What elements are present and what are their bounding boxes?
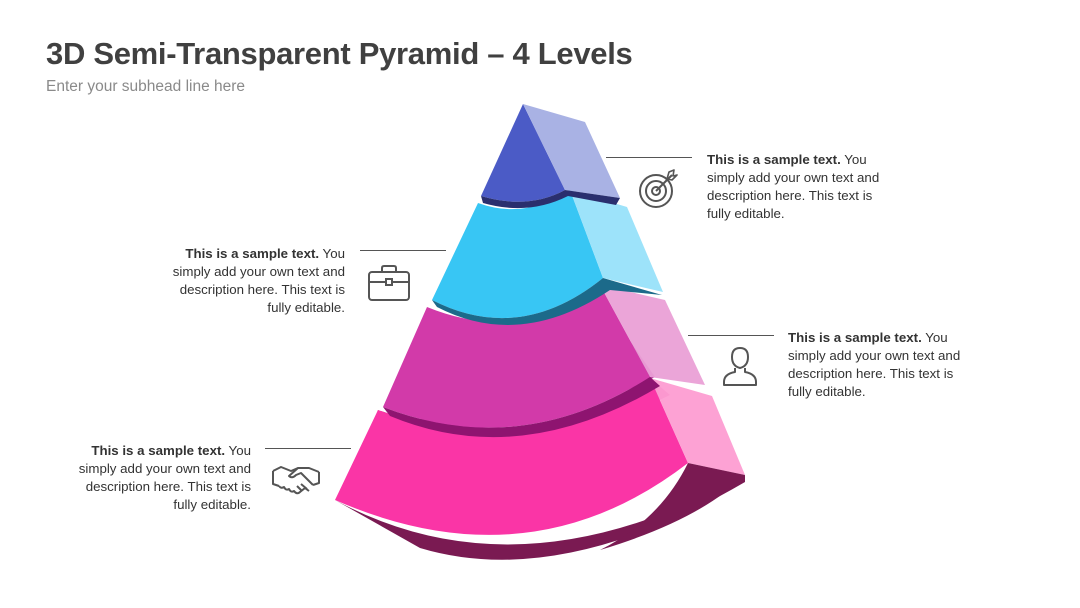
page-subtitle: Enter your subhead line here [46,78,246,95]
level-2-front [432,190,603,319]
level-1-side [523,104,620,198]
handshake-icon [272,466,320,495]
callout-level-4-heading: This is a sample text. [91,443,226,458]
leader-line-level-1 [606,157,692,158]
leader-line-level-4 [265,448,351,449]
callout-level-1-body: You simply add your own text and descrip… [707,152,880,221]
level-4-side-bottom [600,463,745,550]
level-4-base-shadow [335,475,745,560]
pyramid-level-2 [432,190,663,325]
callout-level-1: This is a sample text. You simply add yo… [707,151,897,223]
callout-level-2: This is a sample text. You simply add yo… [160,245,345,317]
level-4-side [650,378,745,475]
briefcase-icon [368,265,410,301]
callout-level-1-heading: This is a sample text. [707,152,841,167]
user-icon [723,346,757,386]
level-1-bottom-edge [481,190,620,209]
callout-level-3-heading: This is a sample text. [788,330,922,345]
level-2-side [570,190,663,292]
pyramid-level-1 [481,104,620,209]
level-3-side [600,285,705,385]
leader-line-level-2 [360,250,446,251]
callout-level-3: This is a sample text. You simply add yo… [788,329,978,401]
page-title: 3D Semi-Transparent Pyramid – 4 Levels [46,36,633,71]
level-2-bottom-edge [432,278,662,325]
target-icon [639,169,678,208]
level-3-bottom-edge [383,377,660,438]
callout-level-4-body: You simply add your own text and descrip… [78,443,251,512]
level-4-front [335,378,688,535]
pyramid-level-3 [383,285,705,438]
level-1-front [481,104,565,202]
callout-level-4: This is a sample text. You simply add yo… [66,442,251,514]
level-3-front [383,285,650,428]
callout-level-2-body: You simply add your own text and descrip… [172,246,345,315]
callout-level-2-heading: This is a sample text. [185,246,320,261]
leader-line-level-3 [688,335,774,336]
callout-level-3-body: You simply add your own text and descrip… [788,330,961,399]
